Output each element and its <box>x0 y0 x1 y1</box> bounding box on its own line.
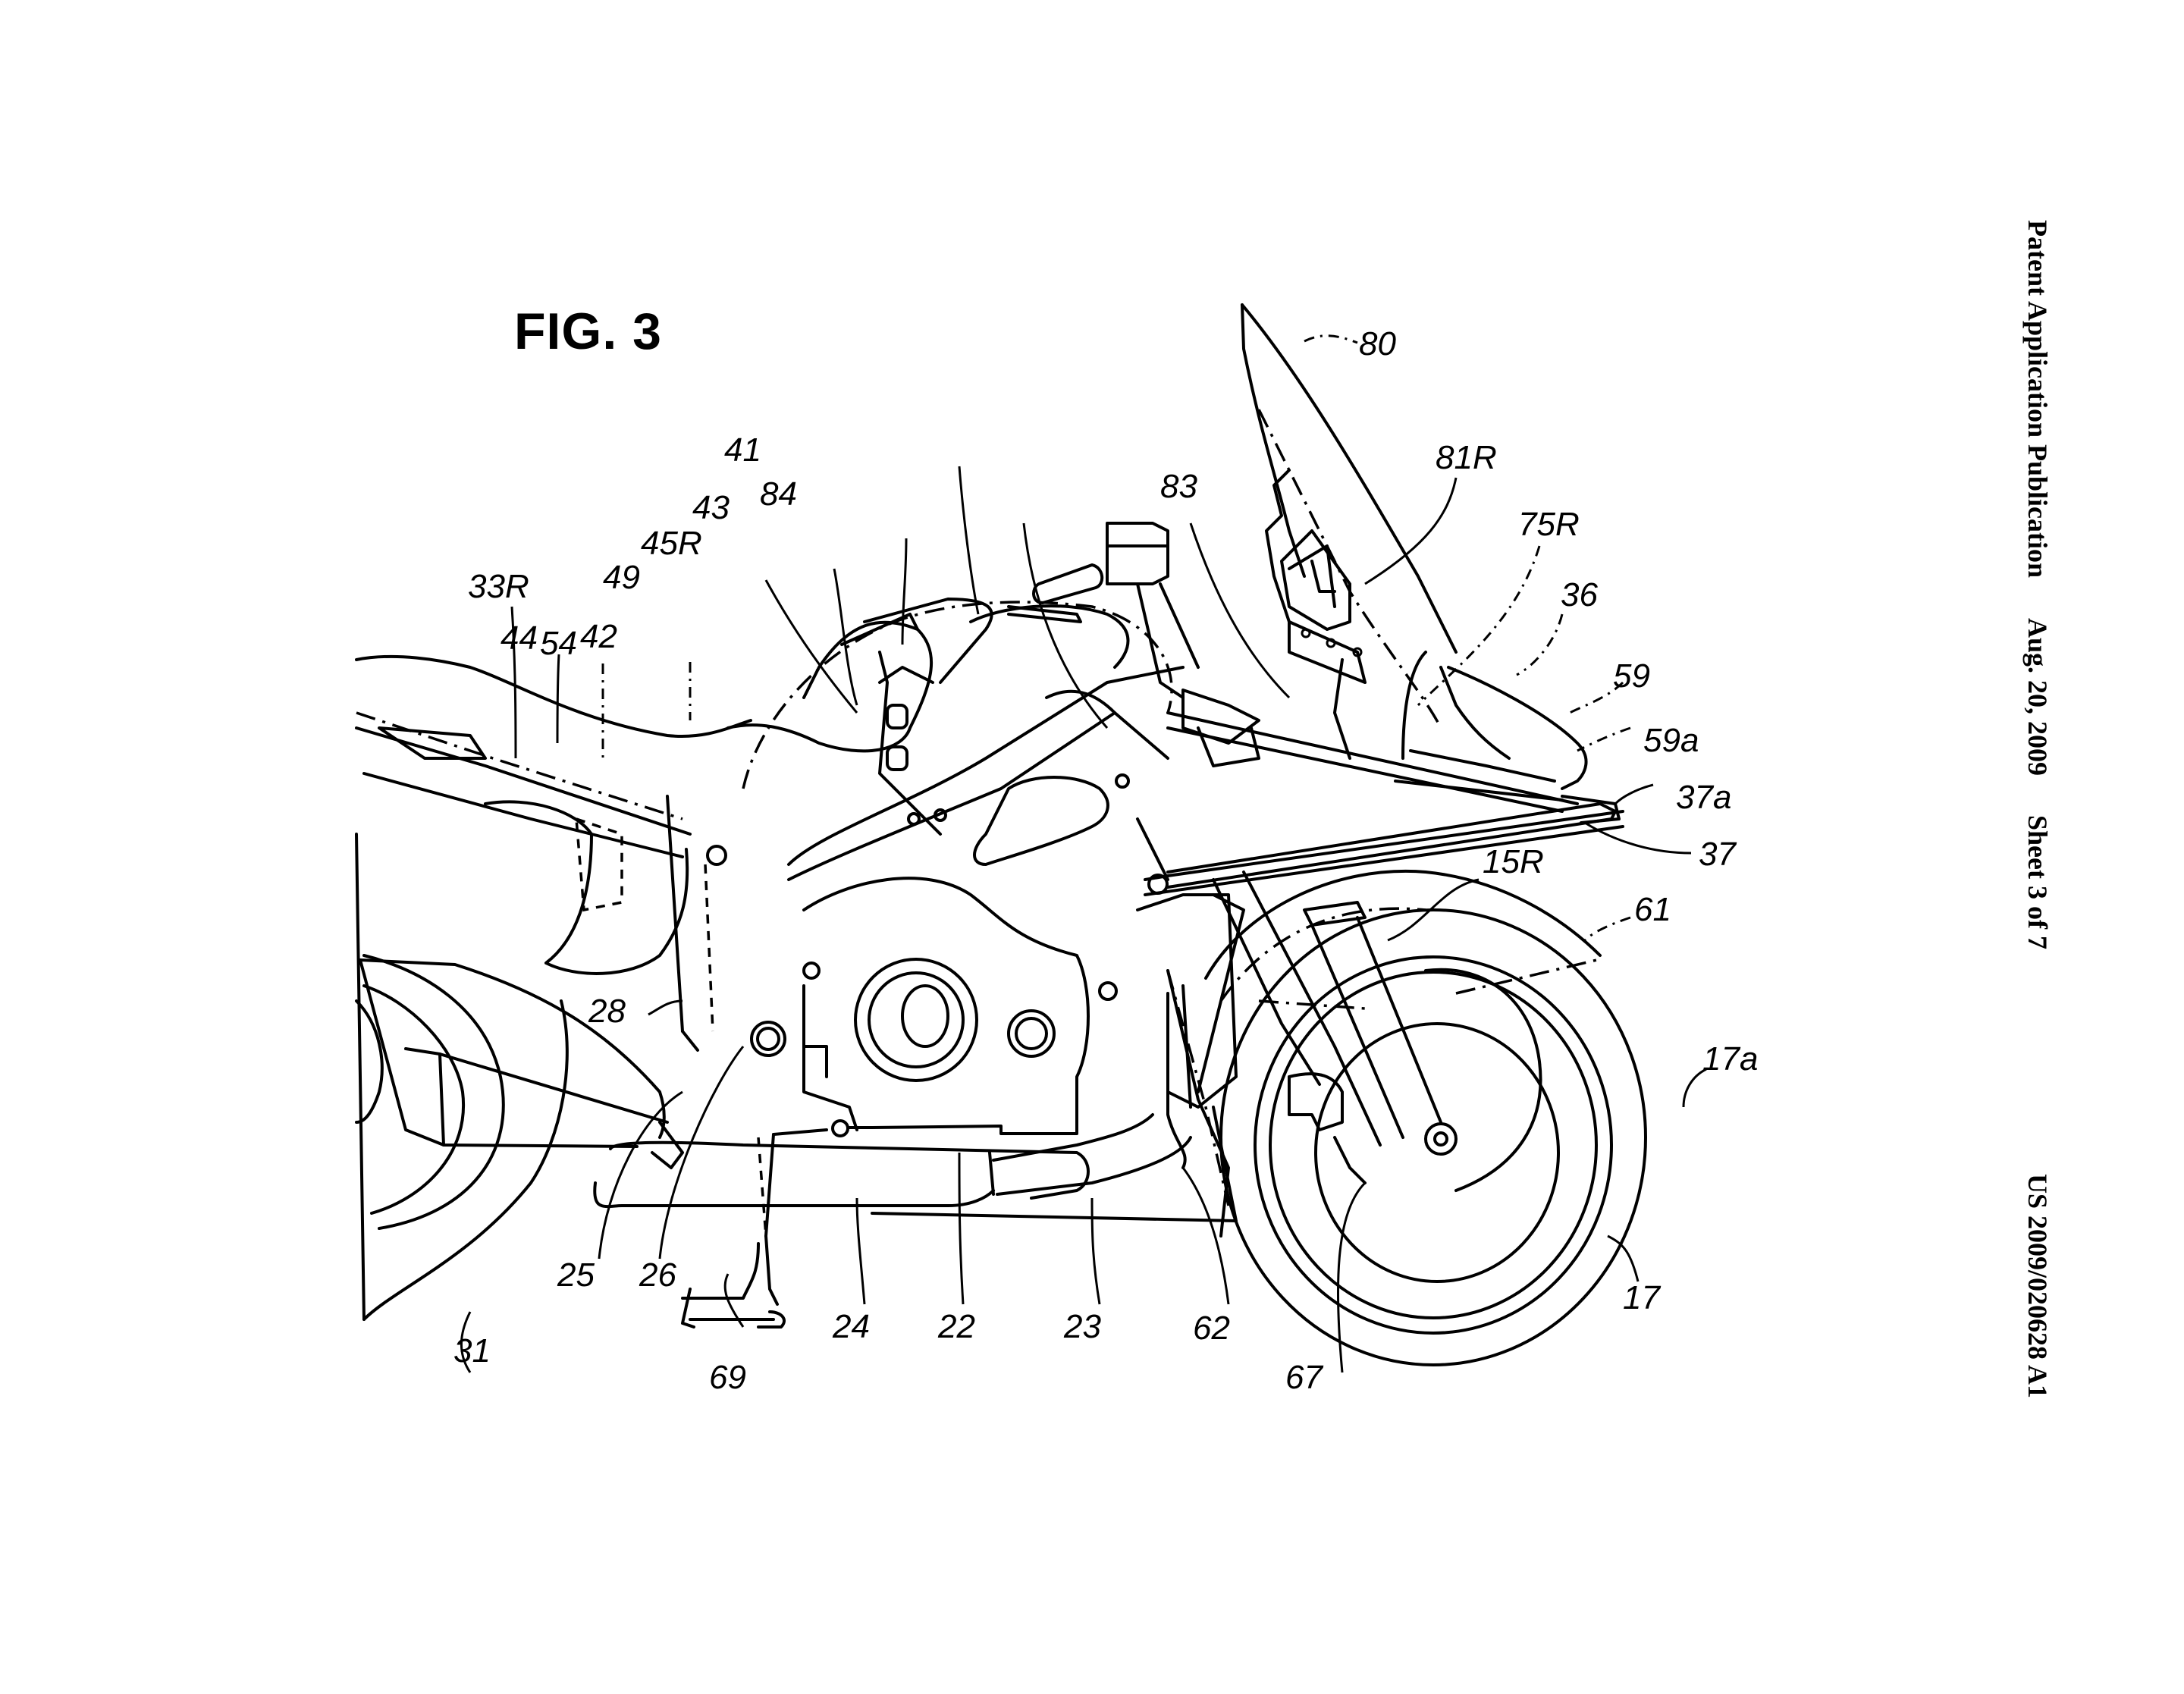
ref-84: 84 <box>760 475 797 513</box>
ref-45R: 45R <box>641 525 702 562</box>
rear-frame <box>355 654 752 1052</box>
ref-69: 69 <box>709 1359 746 1396</box>
ref-67: 67 <box>1285 1359 1323 1396</box>
ref-26: 26 <box>639 1256 676 1294</box>
leader-lines <box>460 334 1707 1373</box>
ref-33R: 33R <box>468 568 529 605</box>
front-fork <box>1212 871 1458 1156</box>
mirror-bracket <box>1280 529 1367 760</box>
ref-43: 43 <box>692 489 730 526</box>
figure-title: FIG. 3 <box>514 303 662 360</box>
ref-80: 80 <box>1359 325 1396 362</box>
ref-59: 59 <box>1613 657 1650 695</box>
ref-83: 83 <box>1160 468 1197 505</box>
ref-37a: 37a <box>1676 779 1732 816</box>
ref-17a: 17a <box>1702 1040 1759 1078</box>
ref-42: 42 <box>580 618 617 655</box>
handlebar <box>1032 522 1260 767</box>
exhaust-system <box>593 893 1245 1222</box>
ref-61: 61 <box>1634 891 1671 928</box>
ref-44: 44 <box>500 620 538 657</box>
ref-81R: 81R <box>1436 439 1497 476</box>
ref-75R: 75R <box>1518 506 1580 543</box>
ref-54: 54 <box>540 625 577 662</box>
ref-49: 49 <box>603 559 640 596</box>
front-fender <box>1204 869 1602 1010</box>
ref-59a: 59a <box>1643 722 1699 759</box>
muffler <box>359 958 684 1169</box>
main-frame <box>706 666 1624 1001</box>
front-wheel <box>1219 908 1647 1366</box>
rear-wheel <box>355 833 569 1321</box>
under-cowl <box>1166 969 1230 1238</box>
ref-17: 17 <box>1623 1279 1660 1316</box>
ref-28: 28 <box>588 993 626 1030</box>
front-subframe <box>1166 780 1621 889</box>
ref-25: 25 <box>557 1256 595 1294</box>
ref-22: 22 <box>938 1308 975 1345</box>
ref-23: 23 <box>1064 1308 1101 1345</box>
ref-15R: 15R <box>1483 843 1544 880</box>
ref-36: 36 <box>1561 576 1598 613</box>
ref-31: 31 <box>453 1332 491 1369</box>
engine <box>750 877 1090 1238</box>
ref-41: 41 <box>724 431 761 469</box>
side-stand <box>681 1137 786 1329</box>
ref-24: 24 <box>833 1308 870 1345</box>
ref-62: 62 <box>1193 1310 1230 1347</box>
ref-37: 37 <box>1699 836 1736 873</box>
